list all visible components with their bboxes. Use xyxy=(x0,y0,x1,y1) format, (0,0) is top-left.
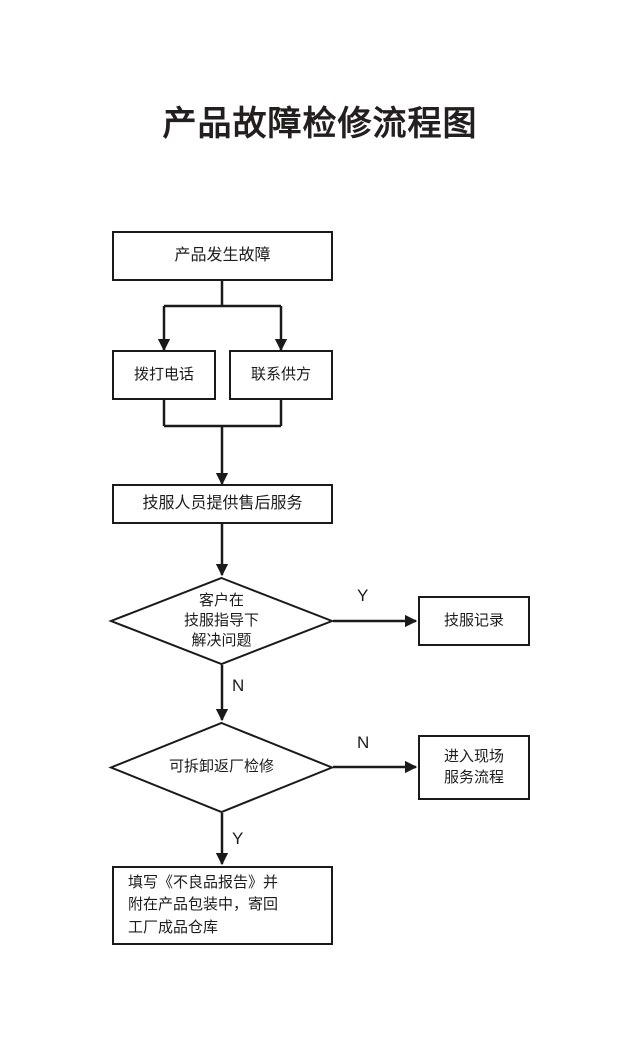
edge-label-solved-no: N xyxy=(232,676,245,695)
node-start[interactable]: 产品发生故障 xyxy=(112,231,333,281)
page-title: 产品故障检修流程图 xyxy=(162,105,478,143)
node-decision-return[interactable]: 可拆卸返厂检修 xyxy=(108,721,335,814)
node-onsite-service[interactable]: 进入现场 服务流程 xyxy=(418,735,530,800)
node-call-phone[interactable]: 拨打电话 xyxy=(112,350,216,400)
edge-label-return-no: N xyxy=(357,733,370,752)
fill-report-line2: 附在产品包装中，寄回 xyxy=(128,896,279,914)
edge-label-solved-yes: Y xyxy=(357,586,369,605)
node-after-sales[interactable]: 技服人员提供售后服务 xyxy=(112,484,333,524)
fill-report-line3: 工厂成品仓库 xyxy=(128,918,219,936)
diamond-shape xyxy=(108,721,335,814)
edge-label-return-yes: Y xyxy=(232,829,244,848)
onsite-service-line1: 进入现场 xyxy=(443,748,504,766)
node-fill-report[interactable]: 填写《不良品报告》并 附在产品包装中，寄回 工厂成品仓库 xyxy=(112,866,333,945)
diamond-shape xyxy=(108,576,335,666)
node-contact-supplier[interactable]: 联系供方 xyxy=(229,350,333,400)
node-decision-solved[interactable]: 客户在 技服指导下 解决问题 xyxy=(108,576,335,666)
fill-report-line1: 填写《不良品报告》并 xyxy=(128,873,279,891)
node-service-record[interactable]: 技服记录 xyxy=(418,596,530,646)
onsite-service-line2: 服务流程 xyxy=(443,768,504,786)
